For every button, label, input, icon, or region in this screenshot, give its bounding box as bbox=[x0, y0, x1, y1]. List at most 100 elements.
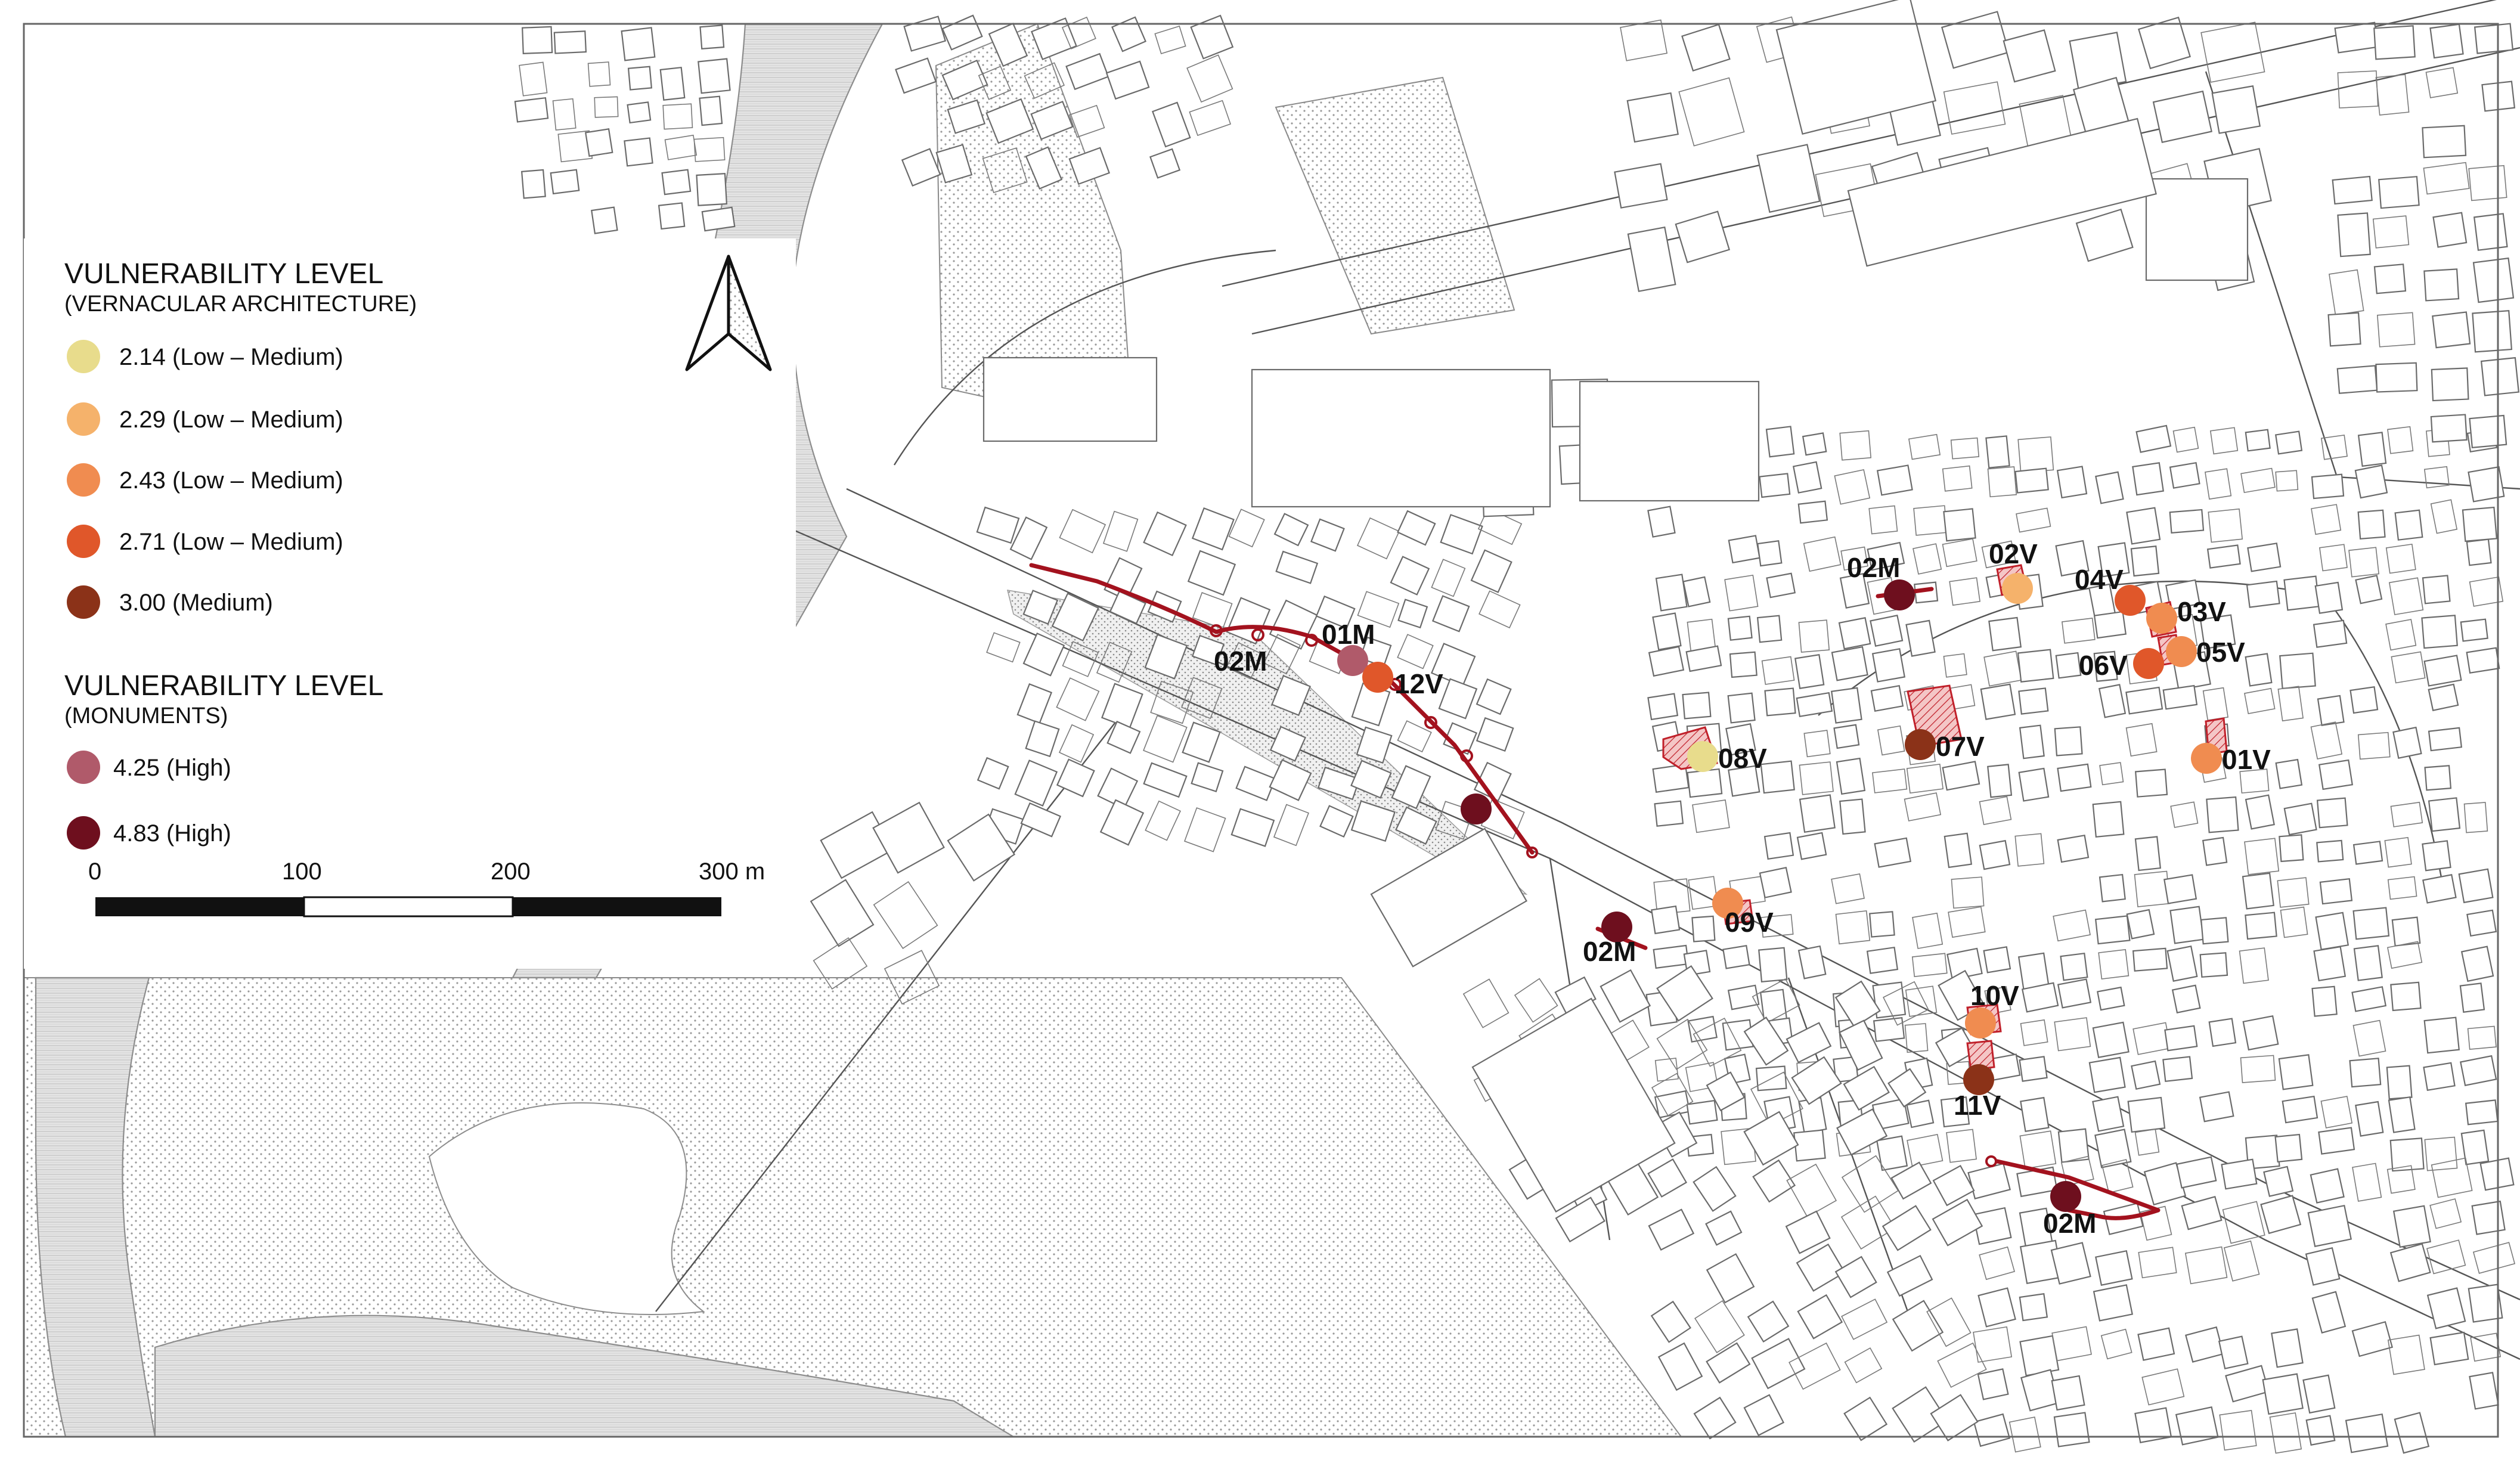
building bbox=[1799, 794, 1836, 833]
marker-10V[interactable] bbox=[1965, 1008, 1996, 1038]
marker-11V[interactable] bbox=[1963, 1064, 1994, 1095]
marker-02M-b[interactable] bbox=[1884, 579, 1915, 610]
building bbox=[2467, 1025, 2497, 1050]
building bbox=[2134, 1129, 2160, 1156]
marker-02V[interactable] bbox=[2002, 573, 2033, 604]
scale-tick-100: 100 bbox=[282, 858, 322, 885]
building bbox=[2389, 1137, 2425, 1172]
building bbox=[1397, 634, 1434, 669]
building bbox=[1656, 1018, 1708, 1070]
scale-tick-300: 300 m bbox=[699, 858, 765, 885]
building bbox=[1841, 1155, 1899, 1213]
marker-02M-a[interactable] bbox=[1461, 793, 1492, 824]
marker-02M-c[interactable] bbox=[1601, 912, 1632, 943]
building bbox=[1729, 651, 1758, 678]
building bbox=[2019, 724, 2045, 760]
building bbox=[1911, 953, 1948, 978]
building bbox=[2428, 797, 2461, 832]
building bbox=[662, 103, 693, 130]
building bbox=[2130, 545, 2160, 577]
building bbox=[2263, 1165, 2294, 1197]
building bbox=[2373, 25, 2416, 60]
building bbox=[1728, 765, 1760, 797]
building bbox=[1009, 516, 1048, 560]
building bbox=[1763, 832, 1794, 860]
building bbox=[1843, 1396, 1888, 1442]
building bbox=[2245, 794, 2275, 830]
building bbox=[2352, 907, 2390, 940]
building bbox=[1476, 678, 1512, 715]
building bbox=[2460, 1055, 2497, 1086]
building bbox=[1930, 1394, 1979, 1442]
building bbox=[2262, 1373, 2304, 1415]
building bbox=[2313, 946, 2347, 982]
building bbox=[1886, 1254, 1933, 1297]
building bbox=[1727, 984, 1760, 1010]
marker-12V[interactable] bbox=[1362, 662, 1393, 693]
building bbox=[982, 147, 1028, 194]
building bbox=[2305, 1415, 2336, 1446]
marker-05V[interactable] bbox=[2166, 636, 2197, 667]
building bbox=[1979, 796, 2012, 826]
building bbox=[2472, 257, 2515, 303]
marker-07V[interactable] bbox=[1905, 729, 1936, 760]
building bbox=[2162, 684, 2198, 710]
building bbox=[1626, 92, 1679, 143]
building bbox=[884, 950, 940, 1005]
building bbox=[699, 95, 723, 126]
marker-03V[interactable] bbox=[2146, 603, 2177, 634]
building bbox=[2098, 684, 2127, 718]
building bbox=[2460, 1129, 2490, 1165]
building bbox=[1650, 1300, 1692, 1343]
building bbox=[1143, 511, 1187, 556]
building bbox=[1834, 1256, 1877, 1298]
building bbox=[978, 66, 1012, 100]
building bbox=[1653, 944, 1690, 969]
marker-01V[interactable] bbox=[2191, 743, 2222, 774]
building bbox=[1839, 430, 1872, 461]
label-02M-north: 02M bbox=[1847, 552, 1900, 583]
building bbox=[2098, 948, 2130, 980]
legend-item-2-43: 2.43 (Low – Medium) bbox=[119, 467, 343, 494]
building bbox=[552, 98, 576, 131]
marker-06V[interactable] bbox=[2133, 648, 2164, 679]
building bbox=[1786, 1163, 1837, 1218]
building bbox=[1685, 645, 1722, 672]
building bbox=[2054, 726, 2083, 757]
marker-09V[interactable] bbox=[1712, 888, 1743, 919]
building bbox=[1109, 590, 1146, 625]
building bbox=[872, 801, 945, 874]
building bbox=[2014, 833, 2045, 867]
building bbox=[2332, 175, 2373, 205]
building bbox=[2279, 652, 2316, 690]
building bbox=[1149, 148, 1181, 179]
building bbox=[1987, 764, 2013, 798]
building bbox=[1943, 508, 1976, 542]
building bbox=[2386, 1165, 2416, 1194]
building bbox=[2092, 801, 2125, 838]
building bbox=[2206, 544, 2241, 569]
building bbox=[2459, 982, 2485, 1013]
building bbox=[1691, 915, 1716, 943]
building bbox=[1940, 1096, 1970, 1128]
building bbox=[1356, 517, 1400, 560]
building bbox=[1226, 641, 1263, 680]
building bbox=[1791, 1056, 1842, 1105]
marker-04V[interactable] bbox=[2115, 585, 2146, 616]
building bbox=[2466, 647, 2500, 674]
building bbox=[2101, 1159, 2134, 1194]
building bbox=[2277, 686, 2304, 722]
building bbox=[2351, 986, 2387, 1012]
building bbox=[2469, 1372, 2499, 1410]
building bbox=[2426, 1239, 2466, 1275]
building bbox=[2269, 1412, 2302, 1454]
building bbox=[1870, 614, 1904, 647]
marker-08V[interactable] bbox=[1687, 741, 1718, 772]
building bbox=[1106, 720, 1141, 754]
building bbox=[1794, 654, 1825, 689]
legend-monuments-subtitle: (MONUMENTS) bbox=[64, 703, 228, 728]
building bbox=[2162, 1056, 2193, 1083]
marker-01M[interactable] bbox=[1337, 645, 1368, 676]
marker-02M-d[interactable] bbox=[2050, 1181, 2081, 1212]
building bbox=[1802, 432, 1827, 456]
